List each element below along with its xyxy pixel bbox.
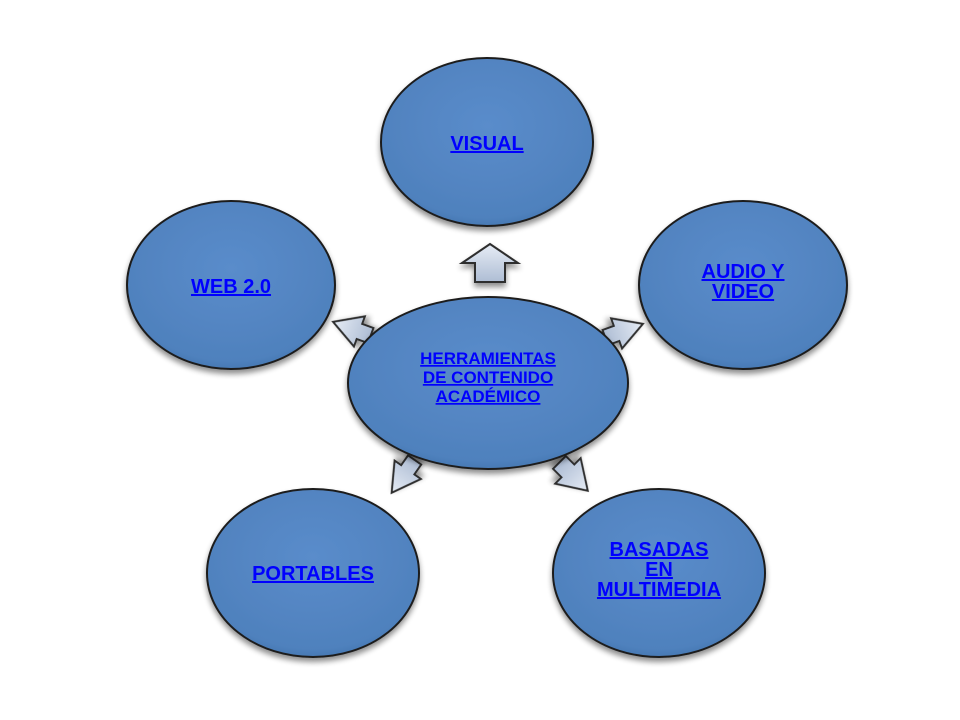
arrow-to-visual — [458, 242, 522, 283]
node-web20[interactable]: WEB 2.0 — [126, 200, 336, 370]
label-line: DE CONTENIDO — [423, 368, 553, 387]
node-visual-label[interactable]: VISUAL — [450, 133, 523, 155]
label-line: MULTIMEDIA — [597, 579, 721, 601]
label-line: ACADÉMICO — [436, 387, 541, 406]
arrow-to-web20 — [331, 315, 375, 349]
node-web20-label[interactable]: WEB 2.0 — [191, 276, 271, 298]
arrow-to-audio-video — [601, 317, 645, 351]
label-line: HERRAMIENTAS — [420, 349, 556, 368]
label-line: BASADAS — [610, 539, 709, 561]
node-portables-label[interactable]: PORTABLES — [252, 563, 374, 585]
label-line: WEB 2.0 — [191, 276, 271, 298]
label-line: VIDEO — [712, 281, 774, 303]
arrow-to-portables — [390, 453, 423, 495]
label-line: EN — [645, 559, 673, 581]
arrow-group — [331, 242, 645, 495]
label-line: AUDIO Y — [702, 261, 786, 283]
label-line: VISUAL — [450, 133, 523, 155]
node-portables[interactable]: PORTABLES — [206, 488, 420, 658]
node-visual[interactable]: VISUAL — [380, 57, 594, 227]
arrow-to-multimedia — [551, 454, 590, 493]
label-line: PORTABLES — [252, 563, 374, 585]
